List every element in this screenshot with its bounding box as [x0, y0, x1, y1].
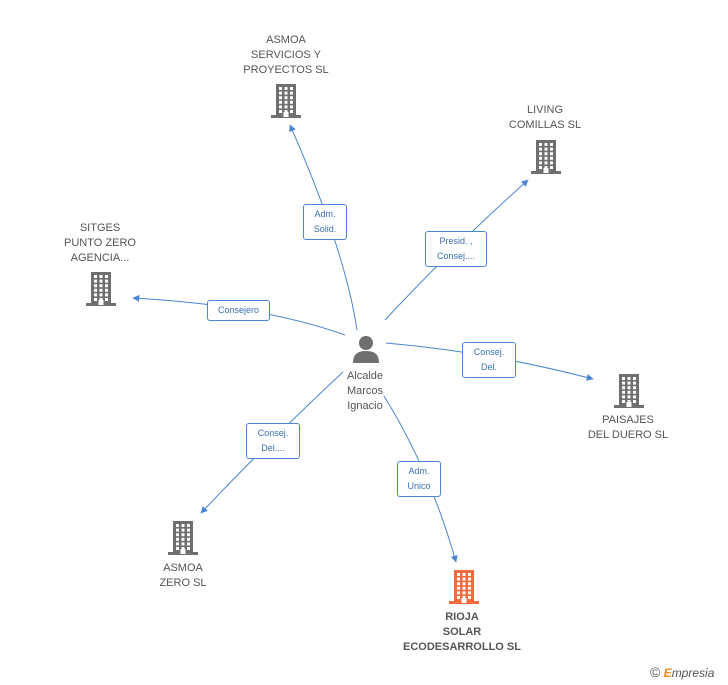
building-icon[interactable]	[271, 84, 301, 123]
brand-e: E	[663, 666, 672, 680]
role-label-line: Unico	[407, 481, 431, 491]
role-label-line: Presid. ,	[439, 236, 473, 246]
company-label-line: ASMOA	[266, 34, 306, 46]
person-name-line-3: Ignacio	[347, 400, 383, 412]
role-label-line: Consej.	[257, 428, 289, 438]
company-label-line: ASMOA	[163, 562, 203, 574]
role-label-line: Solid.	[313, 224, 337, 234]
role-label-line: Adm.	[408, 466, 430, 476]
role-label[interactable]: Consej. Del....	[246, 423, 300, 459]
role-label[interactable]: Consejero	[207, 300, 270, 321]
company-label-paisajes[interactable]: PAISAJES DEL DUERO SL	[578, 413, 678, 443]
brand-logo[interactable]: © Empresia	[650, 664, 714, 680]
copyright-icon: ©	[650, 664, 661, 680]
company-label-line: AGENCIA...	[70, 252, 130, 264]
company-label-living-comillas[interactable]: LIVING COMILLAS SL	[495, 103, 595, 133]
company-label-line: PUNTO ZERO	[64, 237, 136, 249]
company-label-line: SOLAR	[442, 626, 482, 638]
role-label-line: Del....	[261, 443, 285, 453]
role-label-line: Consej....	[436, 251, 476, 261]
building-icon[interactable]	[531, 140, 561, 179]
person-name[interactable]: Alcalde Marcos Ignacio	[330, 369, 400, 414]
company-label-line: DEL DUERO SL	[587, 429, 669, 441]
building-icon[interactable]	[168, 521, 198, 560]
person-icon[interactable]	[351, 334, 381, 369]
role-label[interactable]: Consej. Del.	[462, 342, 516, 378]
role-label-line: Consej.	[473, 347, 505, 357]
company-label-rioja[interactable]: RIOJA SOLAR ECODESARROLLO SL	[392, 610, 532, 655]
company-label-sitges[interactable]: SITGES PUNTO ZERO AGENCIA...	[50, 221, 150, 266]
company-label-line: ECODESARROLLO SL	[403, 641, 521, 653]
company-label-line: ZERO SL	[159, 577, 207, 589]
company-label-asmoa-zero[interactable]: ASMOA ZERO SL	[133, 561, 233, 591]
company-label-line: COMILLAS SL	[508, 119, 582, 131]
role-label[interactable]: Adm. Unico	[397, 461, 441, 497]
company-label-line: RIOJA	[445, 611, 479, 623]
person-name-line-2: Marcos	[346, 385, 384, 397]
role-label-line: Consejero	[217, 305, 260, 315]
brand-name: mpresia	[671, 666, 715, 680]
company-label-line: SITGES	[79, 222, 121, 234]
role-label-line: Del.	[480, 362, 497, 372]
company-label-line: PAISAJES	[602, 414, 654, 426]
company-label-line: SERVICIOS Y	[251, 49, 321, 61]
company-label-line: LIVING	[526, 104, 564, 116]
role-label-line: Adm.	[314, 209, 336, 219]
role-label[interactable]: Presid. , Consej....	[425, 231, 487, 267]
building-icon[interactable]	[449, 570, 479, 609]
person-name-line-1: Alcalde	[346, 370, 384, 382]
building-icon[interactable]	[614, 374, 644, 413]
building-icon[interactable]	[86, 272, 116, 311]
role-label[interactable]: Adm. Solid.	[303, 204, 347, 240]
company-label-asmoa-servicios[interactable]: ASMOA SERVICIOS Y PROYECTOS SL	[236, 33, 336, 78]
company-label-line: PROYECTOS SL	[243, 64, 329, 76]
